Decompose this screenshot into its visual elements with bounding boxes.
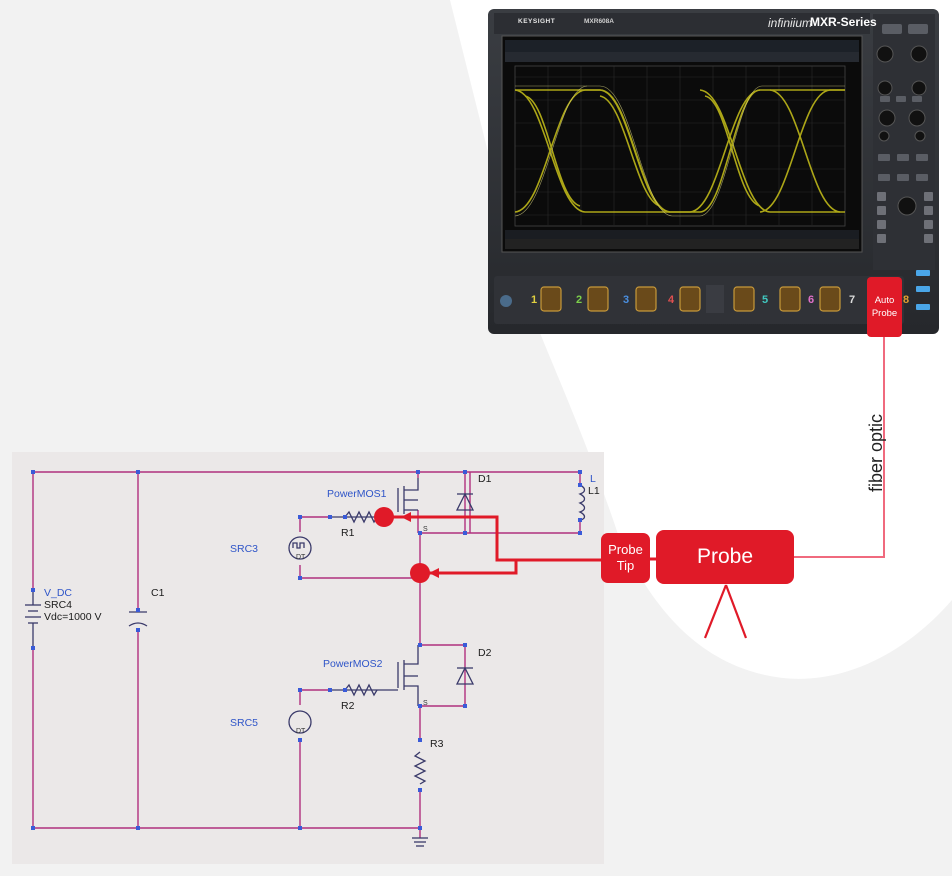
fiber-optic-line <box>794 337 885 558</box>
white-lobe-bottom <box>0 876 952 882</box>
channel-5-number: 5 <box>762 294 769 306</box>
powermos2-label: PowerMOS2 <box>323 658 383 670</box>
d2-label: D2 <box>478 647 492 659</box>
src5-label: SRC5 <box>230 717 259 729</box>
scope-model: MXR608A <box>584 18 614 25</box>
c1-label: C1 <box>151 587 165 599</box>
channel-4-number: 4 <box>668 294 675 306</box>
src3-dt-label: DT <box>296 554 306 561</box>
probe-tripod <box>703 584 748 639</box>
d1-label: D1 <box>478 473 492 485</box>
probe-label: Probe <box>696 545 754 568</box>
channel-1-number: 1 <box>531 294 538 306</box>
powermos2-source-pin: S <box>423 700 428 707</box>
channel-3-number: 3 <box>623 294 630 306</box>
vdc-value-label: Vdc=1000 V <box>44 611 102 623</box>
fiber-optic-label: fiber optic <box>866 413 886 492</box>
r1-label: R1 <box>341 527 355 539</box>
powermos1-source-pin: S <box>423 526 428 533</box>
probe-wire-source <box>420 558 601 575</box>
l1-label: L1 <box>588 485 600 497</box>
inductor-type-label: L <box>590 473 596 485</box>
powermos1-label: PowerMOS1 <box>327 488 387 500</box>
src5-dt-label: DT <box>296 728 306 735</box>
probe-point-source <box>410 563 430 583</box>
arrow-head-source <box>429 568 439 578</box>
schematic-panel <box>12 452 604 864</box>
probe-point-gate <box>374 507 394 527</box>
channel-7-number: 7 <box>849 294 856 306</box>
scope-family: infiniium <box>768 16 813 30</box>
arrow-head-gate <box>401 512 411 522</box>
r2-label: R2 <box>341 700 355 712</box>
r3-label: R3 <box>430 738 444 750</box>
scope-brand: KEYSIGHT <box>518 18 556 25</box>
channel-2-number: 2 <box>576 294 583 306</box>
src4-label: SRC4 <box>44 599 73 611</box>
vdc-name-label: V_DC <box>44 587 73 599</box>
channel-8-number: 8 <box>903 294 910 306</box>
probe-box: Probe <box>656 530 794 584</box>
scope-series: MXR-Series <box>810 15 877 29</box>
channel-6-number: 6 <box>808 294 815 306</box>
src3-label: SRC3 <box>230 543 259 555</box>
